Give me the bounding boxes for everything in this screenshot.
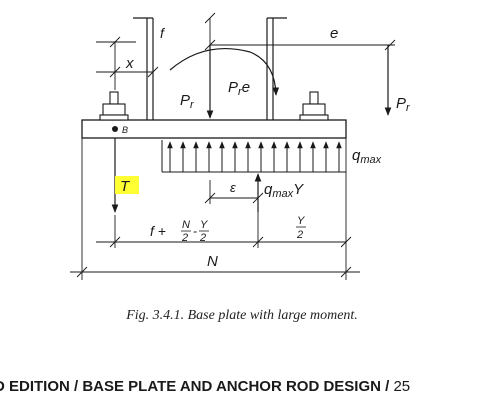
dim-e	[204, 12, 396, 51]
left-anchor-nut	[99, 91, 129, 121]
label-f: f	[160, 25, 166, 41]
dim-lower	[96, 212, 352, 248]
t-highlight	[115, 176, 139, 194]
frac-y-over-2: Y	[200, 219, 208, 231]
frac-n-over-2: N	[182, 219, 190, 231]
figure-caption: Fig. 3.4.1. Base plate with large moment…	[126, 308, 358, 323]
dim-x	[96, 36, 159, 90]
column	[133, 17, 287, 120]
label-x: x	[125, 55, 134, 72]
footer-text: D EDITION / BASE PLATE AND ANCHOR ROD DE…	[0, 378, 394, 395]
base-plate	[81, 119, 347, 139]
frac-n-over-2-den: 2	[181, 232, 188, 244]
label-b: B	[122, 125, 128, 135]
right-anchor-nut	[299, 91, 329, 121]
label-f-expr: f +	[150, 223, 166, 239]
bearing-pressure-block	[161, 140, 346, 173]
minus-sign: -	[193, 224, 197, 238]
label-pr-center: Pr	[180, 92, 195, 111]
dim-n	[70, 138, 360, 280]
label-pr-right: Pr	[396, 95, 411, 114]
page-footer: D EDITION / BASE PLATE AND ANCHOR ROD DE…	[0, 378, 410, 395]
label-q-max: qmax	[352, 147, 382, 166]
frac-y2-num: Y	[297, 215, 305, 227]
bolt-point-b	[112, 126, 118, 132]
label-q-max-y: qmaxY	[264, 181, 304, 200]
base-plate-diagram: B x f e Pre Pr Pr qmax T	[70, 12, 411, 280]
label-t: T	[120, 178, 131, 195]
label-pr-e: Pre	[228, 79, 250, 98]
label-epsilon: ε	[230, 180, 236, 195]
label-e: e	[330, 25, 338, 42]
moment-arrow	[169, 47, 280, 96]
frac-y-over-2-den: 2	[199, 232, 206, 244]
frac-y2-den: 2	[296, 229, 303, 241]
dim-epsilon	[204, 180, 264, 204]
page-number: 25	[393, 378, 411, 395]
label-n: N	[207, 253, 218, 270]
